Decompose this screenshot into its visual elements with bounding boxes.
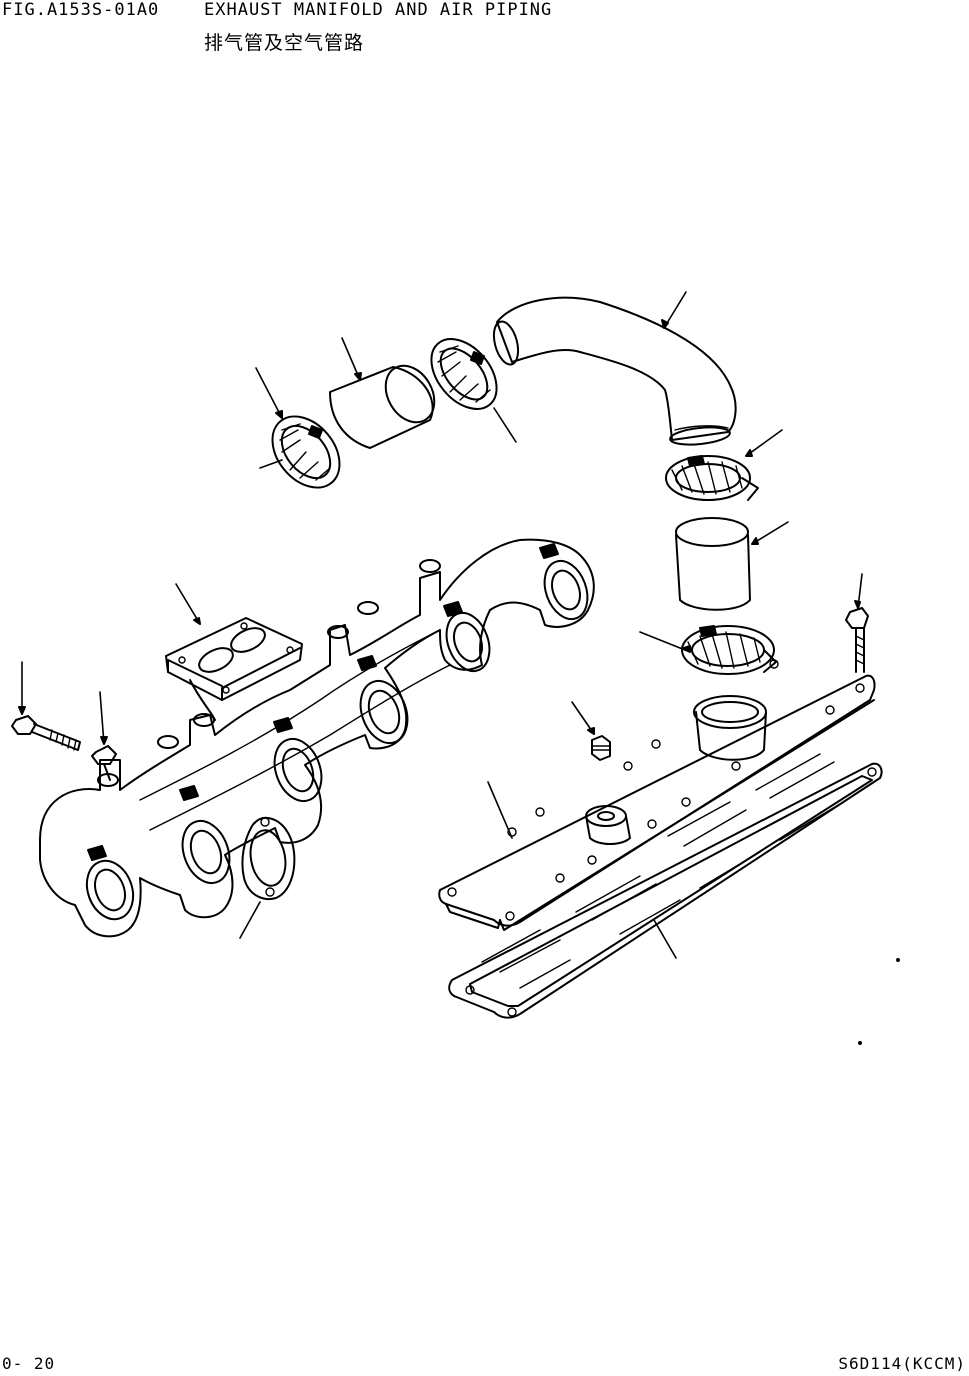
page-number: 0- 20 bbox=[2, 1354, 56, 1373]
intake-cover-gasket[interactable] bbox=[448, 753, 883, 1019]
hose-clamp-right-top[interactable] bbox=[665, 455, 759, 501]
cover-bolt[interactable] bbox=[845, 607, 869, 673]
cover-nut[interactable] bbox=[591, 735, 611, 761]
model-code: S6D114(KCCM) bbox=[838, 1354, 966, 1373]
manifold-stud[interactable] bbox=[91, 745, 117, 781]
hose-clamp-upper-right[interactable] bbox=[418, 327, 509, 422]
air-pipe-elbow[interactable] bbox=[490, 296, 737, 447]
hose-clamp-right-bottom[interactable] bbox=[681, 625, 777, 675]
manifold-bolt[interactable] bbox=[11, 715, 81, 751]
hose-right[interactable] bbox=[675, 517, 751, 611]
intake-cover[interactable] bbox=[438, 659, 876, 931]
turbo-flange-gasket[interactable] bbox=[165, 617, 303, 721]
manifold-gasket[interactable] bbox=[241, 816, 296, 900]
figure-title-chinese: 排气管及空气管路 bbox=[204, 32, 365, 54]
figure-id: FIG.A153S-01A0 bbox=[2, 0, 160, 20]
hose-upper[interactable] bbox=[329, 357, 444, 449]
figure-title: EXHAUST MANIFOLD AND AIR PIPING bbox=[204, 0, 553, 20]
hose-clamp-upper-left[interactable] bbox=[259, 403, 353, 500]
exhaust-manifold[interactable] bbox=[39, 538, 595, 938]
leader-lines bbox=[18, 291, 900, 1045]
